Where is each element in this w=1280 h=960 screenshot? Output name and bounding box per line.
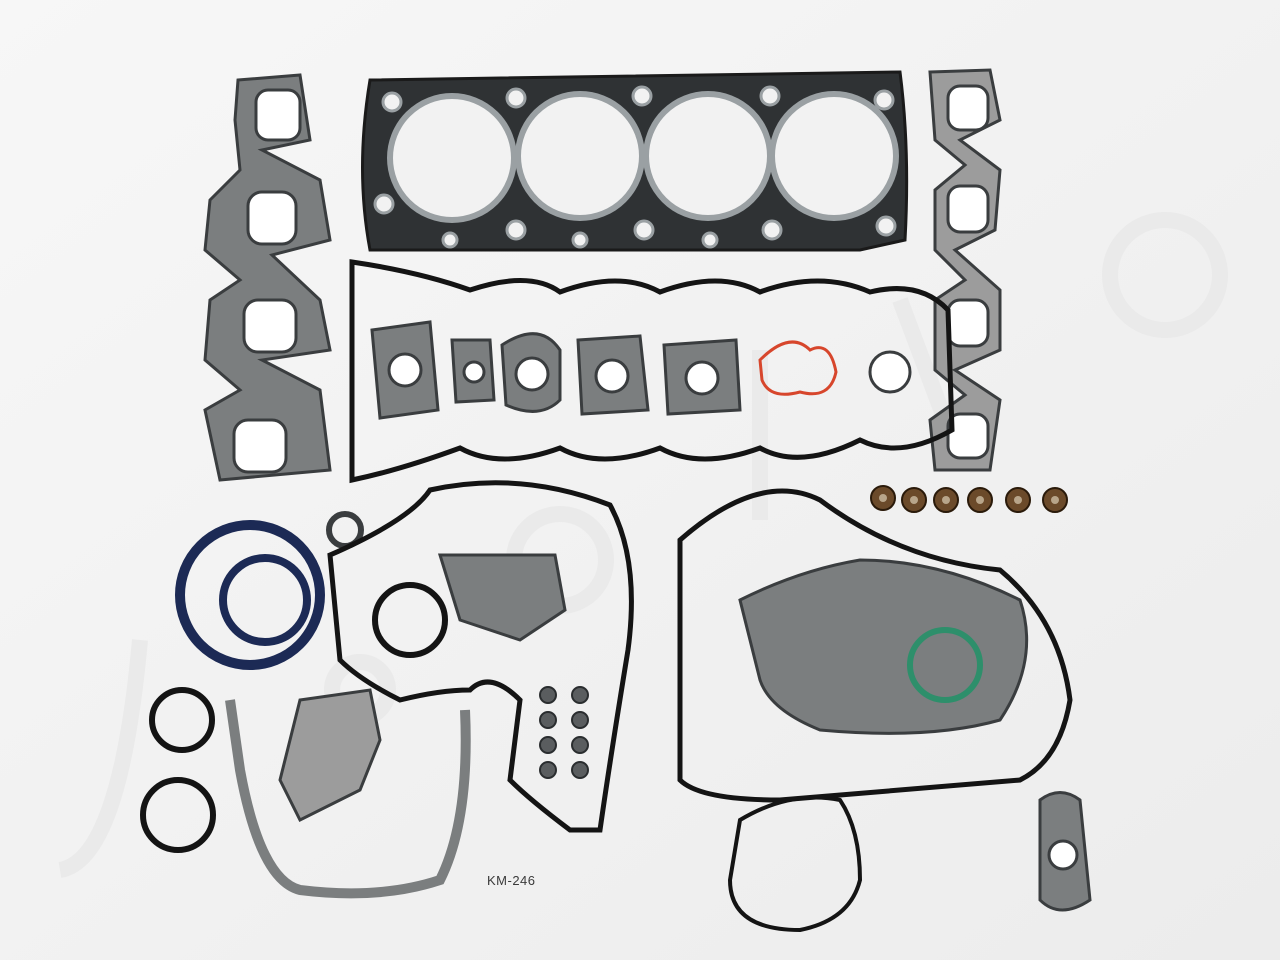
oil-strainer-gasket: [727, 795, 863, 933]
small-gaskets-row: [370, 320, 912, 420]
timing-cover-gasket-left: [327, 480, 634, 833]
small-o-ring-grid: [539, 686, 589, 779]
intake-manifold-gasket: [203, 73, 332, 482]
cylinder-head-gasket: [361, 70, 909, 252]
crankshaft-seals: [140, 511, 448, 853]
red-o-ring-seal: [758, 340, 838, 396]
valve-cover-gasket: [349, 259, 955, 484]
thermostat-gasket-hole: [1047, 839, 1079, 871]
valve-stem-seal-centers: [879, 494, 1059, 504]
oil-pump-gasket: [225, 688, 471, 899]
part-number-label: KM-246: [487, 873, 536, 888]
